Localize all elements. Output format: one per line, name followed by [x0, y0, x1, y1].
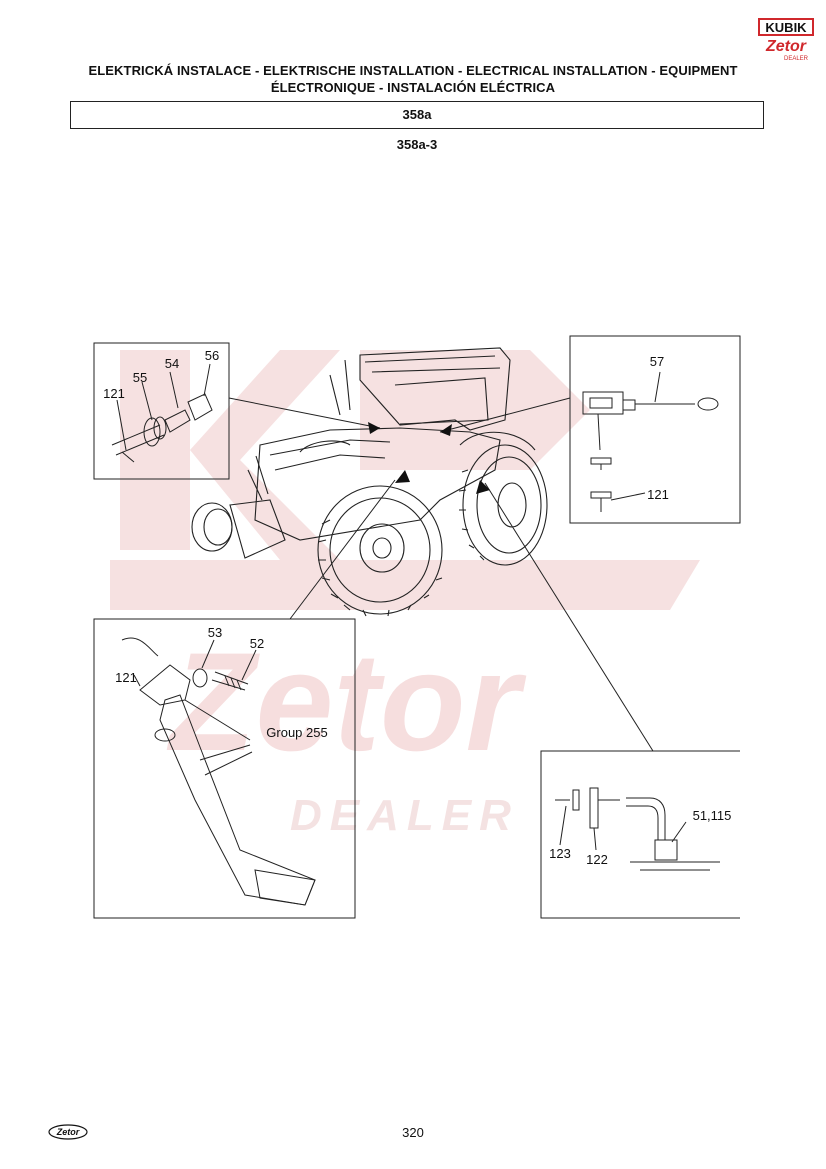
callout-122: 122 — [586, 852, 608, 867]
callout-121: 121 — [115, 670, 137, 685]
bottom-right-parts — [555, 787, 720, 871]
callout-53: 53 — [208, 625, 222, 640]
callout-51-115: 51,115 — [693, 808, 732, 823]
callout-group-255: Group 255 — [266, 725, 327, 740]
section-code: 358a — [402, 107, 432, 122]
watermark-dealer: DEALER — [290, 791, 519, 840]
callout-56: 56 — [205, 348, 219, 363]
leader-line — [228, 397, 381, 429]
kubik-zetor-logo: KUBIK Zetor DEALER — [756, 16, 816, 62]
section-box — [70, 101, 764, 129]
top-left-parts — [111, 363, 213, 463]
top-right-parts — [582, 371, 719, 512]
title-line-1: ELEKTRICKÁ INSTALACE - ELEKTRISCHE INSTA… — [88, 63, 738, 78]
callout-123: 123 — [549, 846, 571, 861]
footer-zetor-logo: Zetor — [48, 1124, 88, 1140]
leader-line — [484, 482, 654, 752]
footer-logo-text: Zetor — [56, 1127, 80, 1137]
callout-52: 52 — [250, 636, 264, 651]
callout-55: 55 — [133, 370, 147, 385]
logo-sub-text: DEALER — [784, 56, 809, 62]
callout-54: 54 — [165, 356, 179, 371]
logo-top-text: KUBIK — [765, 20, 807, 35]
bottom-left-parts — [121, 637, 316, 906]
logo-brand-text: Zetor — [765, 38, 807, 55]
title-line-2: ÉLECTRONIQUE - INSTALACIÓN ELÉCTRICA — [270, 80, 556, 95]
callout-121: 121 — [647, 487, 669, 502]
callout-121: 121 — [103, 386, 125, 401]
inset-frame-top-right — [569, 335, 741, 524]
page-number: 320 — [402, 1125, 424, 1140]
inset-frame-top-left — [93, 342, 230, 480]
sub-code: 358a-3 — [396, 137, 438, 152]
callout-57: 57 — [650, 354, 664, 369]
watermark: Zetor DEALER — [110, 330, 730, 850]
inset-frame-bottom-left — [93, 618, 356, 919]
tractor-illustration — [191, 347, 548, 617]
document-title: ELEKTRICKÁ INSTALACE - ELEKTRISCHE INSTA… — [0, 62, 826, 96]
inset-frame-bottom-right — [540, 750, 740, 919]
watermark-brand: Zetor — [166, 623, 527, 780]
leader-line — [289, 479, 396, 620]
